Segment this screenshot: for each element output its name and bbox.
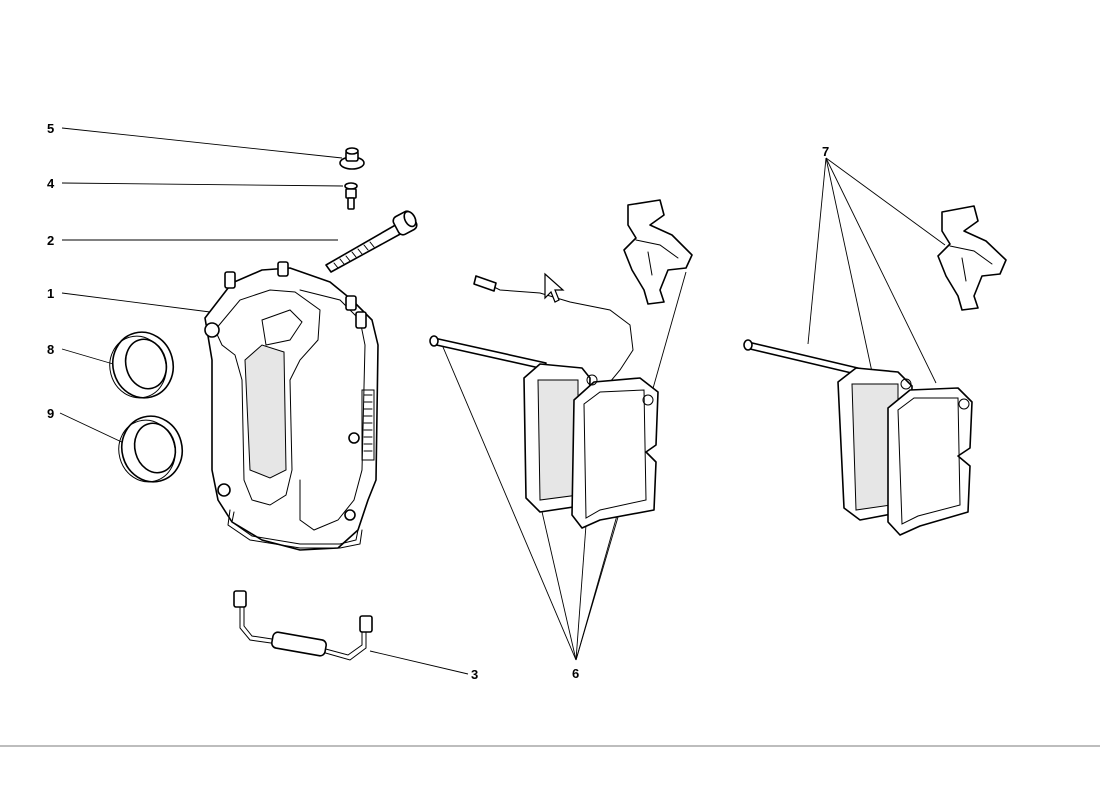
bottom-divider <box>0 745 1100 747</box>
leader-6b <box>539 502 577 661</box>
part-9-seal <box>118 415 184 483</box>
part-2-bolt <box>325 210 418 273</box>
callout-6: 6 <box>572 666 579 681</box>
callout-1: 1 <box>47 286 54 301</box>
part-1-caliper <box>204 261 379 551</box>
part-3-brake-pipe <box>233 590 373 661</box>
callout-8: 8 <box>47 342 54 357</box>
callout-numbers: 5 4 2 1 8 9 3 6 7 <box>47 121 829 682</box>
callout-4: 4 <box>47 176 55 191</box>
leader-8 <box>61 348 121 367</box>
leader-9 <box>59 412 129 446</box>
part-5-bleed-cap <box>339 147 365 170</box>
callout-2: 2 <box>47 233 54 248</box>
group-7-pad-kit <box>743 205 1007 536</box>
callout-5: 5 <box>47 121 54 136</box>
mouse-cursor-icon <box>544 272 565 303</box>
leader-6a <box>439 339 577 661</box>
leader-7a <box>807 157 827 345</box>
group-6-pad-kit <box>429 199 693 529</box>
leader-6c <box>575 524 587 661</box>
leader-1 <box>61 292 211 313</box>
part-8-seal <box>109 331 175 399</box>
callout-9: 9 <box>47 406 54 421</box>
callout-7: 7 <box>822 144 829 159</box>
leader-5 <box>61 127 343 159</box>
leader-lines <box>59 127 946 675</box>
leader-4 <box>61 182 344 187</box>
part-4-bleed-screw <box>344 182 358 210</box>
leader-7c <box>825 157 937 384</box>
leader-7d <box>825 157 946 246</box>
leader-7b <box>825 157 873 373</box>
leader-3 <box>369 650 469 675</box>
callout-3: 3 <box>471 667 478 682</box>
